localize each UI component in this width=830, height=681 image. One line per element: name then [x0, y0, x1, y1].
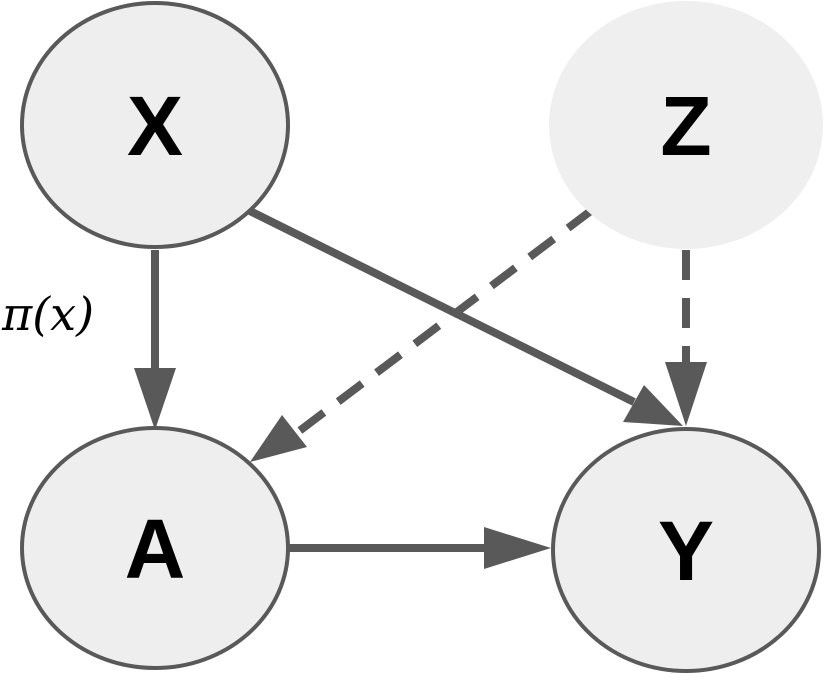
node-a-label: A: [125, 502, 186, 596]
edge-z-to-a: [295, 206, 595, 436]
node-x-circle: [20, 1, 290, 249]
node-z-label: Z: [660, 79, 711, 173]
node-y-circle: [551, 427, 821, 673]
node-y: Y: [551, 427, 821, 673]
node-y-label: Y: [658, 504, 714, 598]
arrowhead-a-to-y: [484, 527, 551, 569]
arrowhead-x-to-y: [623, 385, 683, 426]
arrowhead-z-to-a: [250, 415, 307, 462]
node-z: Z: [549, 1, 823, 249]
node-a: A: [20, 426, 290, 670]
arrowhead-z-to-y: [665, 362, 707, 426]
node-x: X: [20, 1, 290, 249]
node-a-circle: [20, 426, 290, 670]
edge-x-to-y: [246, 206, 636, 406]
arrowhead-x-to-a: [134, 368, 176, 430]
arrowheads: [134, 362, 707, 569]
node-x-label: X: [127, 79, 183, 173]
node-z-circle: [549, 1, 823, 249]
edge-label-x-to-a: π(x): [1, 287, 94, 341]
edges: [151, 206, 690, 552]
